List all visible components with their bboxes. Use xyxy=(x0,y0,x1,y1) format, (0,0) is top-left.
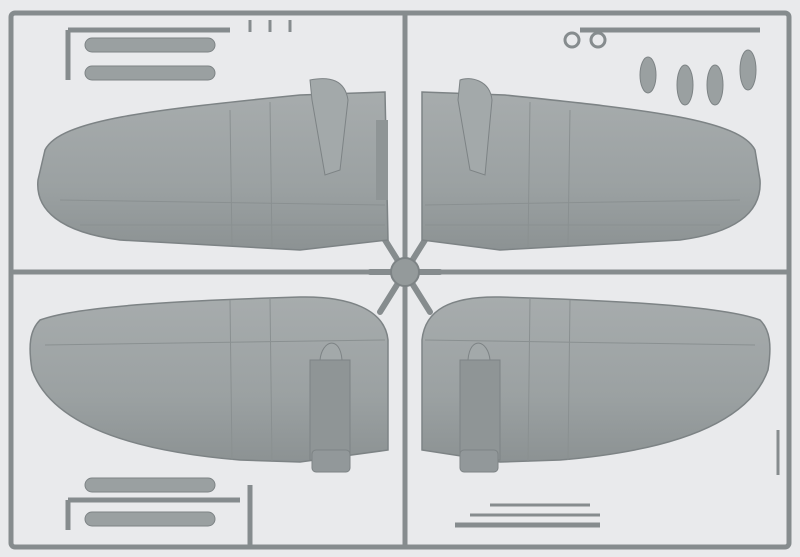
wing-upper-right xyxy=(421,78,761,251)
wing-lower-right xyxy=(421,296,771,473)
wing-upper-left xyxy=(37,78,389,251)
bombs-top-right xyxy=(639,49,757,106)
drop-tanks-bottom-left xyxy=(84,477,216,527)
small-parts xyxy=(248,20,780,517)
wing-lower-left xyxy=(29,296,389,473)
drop-tanks-top-left xyxy=(84,37,216,81)
sprue-frame xyxy=(8,10,792,550)
